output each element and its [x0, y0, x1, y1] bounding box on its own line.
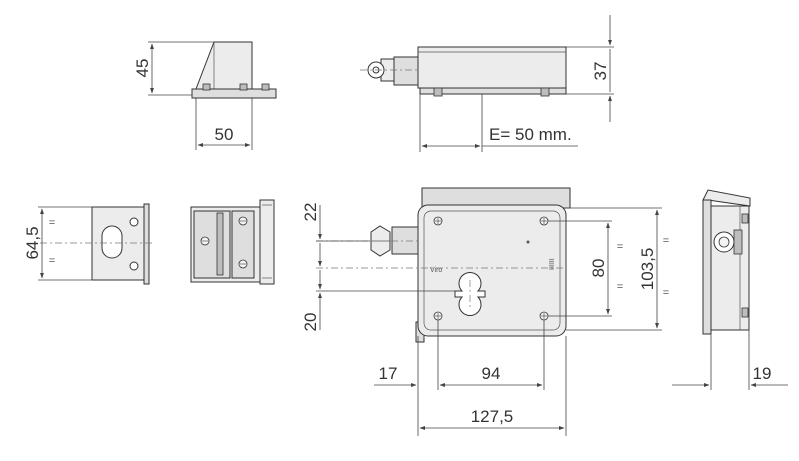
front-screw-bl: [433, 311, 443, 321]
front-view: Viro IIIIII 22 20 80 = = 103,5 = =: [301, 187, 669, 436]
side-back-plate: [702, 199, 712, 335]
bracket-base-plate: [191, 88, 277, 99]
top-view-base: [419, 87, 567, 95]
front-cylinder: [391, 226, 419, 255]
top-view-body: [417, 46, 567, 89]
striker-bar: [216, 212, 224, 276]
dim-label-127-5: 127,5: [471, 407, 514, 426]
dim-label-80: 80: [589, 259, 608, 278]
symmetry-mark: =: [617, 241, 623, 253]
front-indicator-dot: [526, 240, 530, 244]
top-view-bolt-right: [540, 87, 550, 97]
front-screw-tl: [433, 216, 443, 226]
dim-label-94: 94: [482, 364, 501, 383]
dim-label-22: 22: [301, 203, 320, 222]
side-cylinder-core: [718, 236, 730, 248]
lock-case: [417, 204, 567, 337]
side-bolt-bottom: [741, 307, 749, 318]
brand-mark: Viro: [430, 267, 442, 274]
face-plate-flange: [143, 203, 150, 285]
plate-marking: IIIIII: [549, 258, 556, 270]
keyhole: [454, 272, 486, 316]
symmetry-mark: =: [617, 281, 623, 293]
dim-label-e: E= 50 mm.: [489, 125, 572, 144]
top-view-bolt-left: [433, 87, 443, 97]
dim-label-45: 45: [133, 59, 152, 78]
bracket-bolt-mid: [239, 83, 248, 91]
face-hole-top: [129, 217, 139, 227]
side-bolt-top: [741, 213, 749, 224]
bracket-bolt-left: [202, 83, 211, 91]
side-latch: [733, 229, 743, 255]
symmetry-mark: =: [663, 287, 669, 299]
cylinder-face-view: 64,5 = =: [23, 203, 155, 285]
bracket-body: [195, 41, 253, 90]
striker-flange: [259, 199, 275, 285]
striker-view: [190, 199, 275, 285]
symmetry-mark: =: [49, 217, 55, 229]
dim-label-64-5: 64,5: [23, 226, 42, 259]
right-side-view: 19: [672, 189, 788, 390]
dim-label-20: 20: [301, 313, 320, 332]
dim-label-19: 19: [753, 364, 772, 383]
lock-case-inner: [423, 210, 561, 331]
side-bracket-view: 45 50: [133, 41, 277, 150]
top-view: 37 E= 50 mm.: [360, 15, 614, 152]
face-hole-bottom: [129, 261, 139, 271]
symmetry-mark: =: [49, 255, 55, 267]
dim-label-50: 50: [215, 125, 234, 144]
dim-label-103-5: 103,5: [638, 248, 657, 291]
bracket-bolt-right: [261, 83, 270, 91]
front-screw-br: [539, 311, 549, 321]
symmetry-mark: =: [663, 235, 669, 247]
front-screw-tr: [539, 216, 549, 226]
dim-label-37: 37: [591, 62, 610, 81]
dim-label-17: 17: [379, 364, 398, 383]
striker-right-panel: [231, 210, 255, 279]
striker-left-panel: [193, 210, 231, 279]
top-view-cylinder: [393, 56, 419, 86]
cylinder-cutout: [101, 225, 123, 259]
